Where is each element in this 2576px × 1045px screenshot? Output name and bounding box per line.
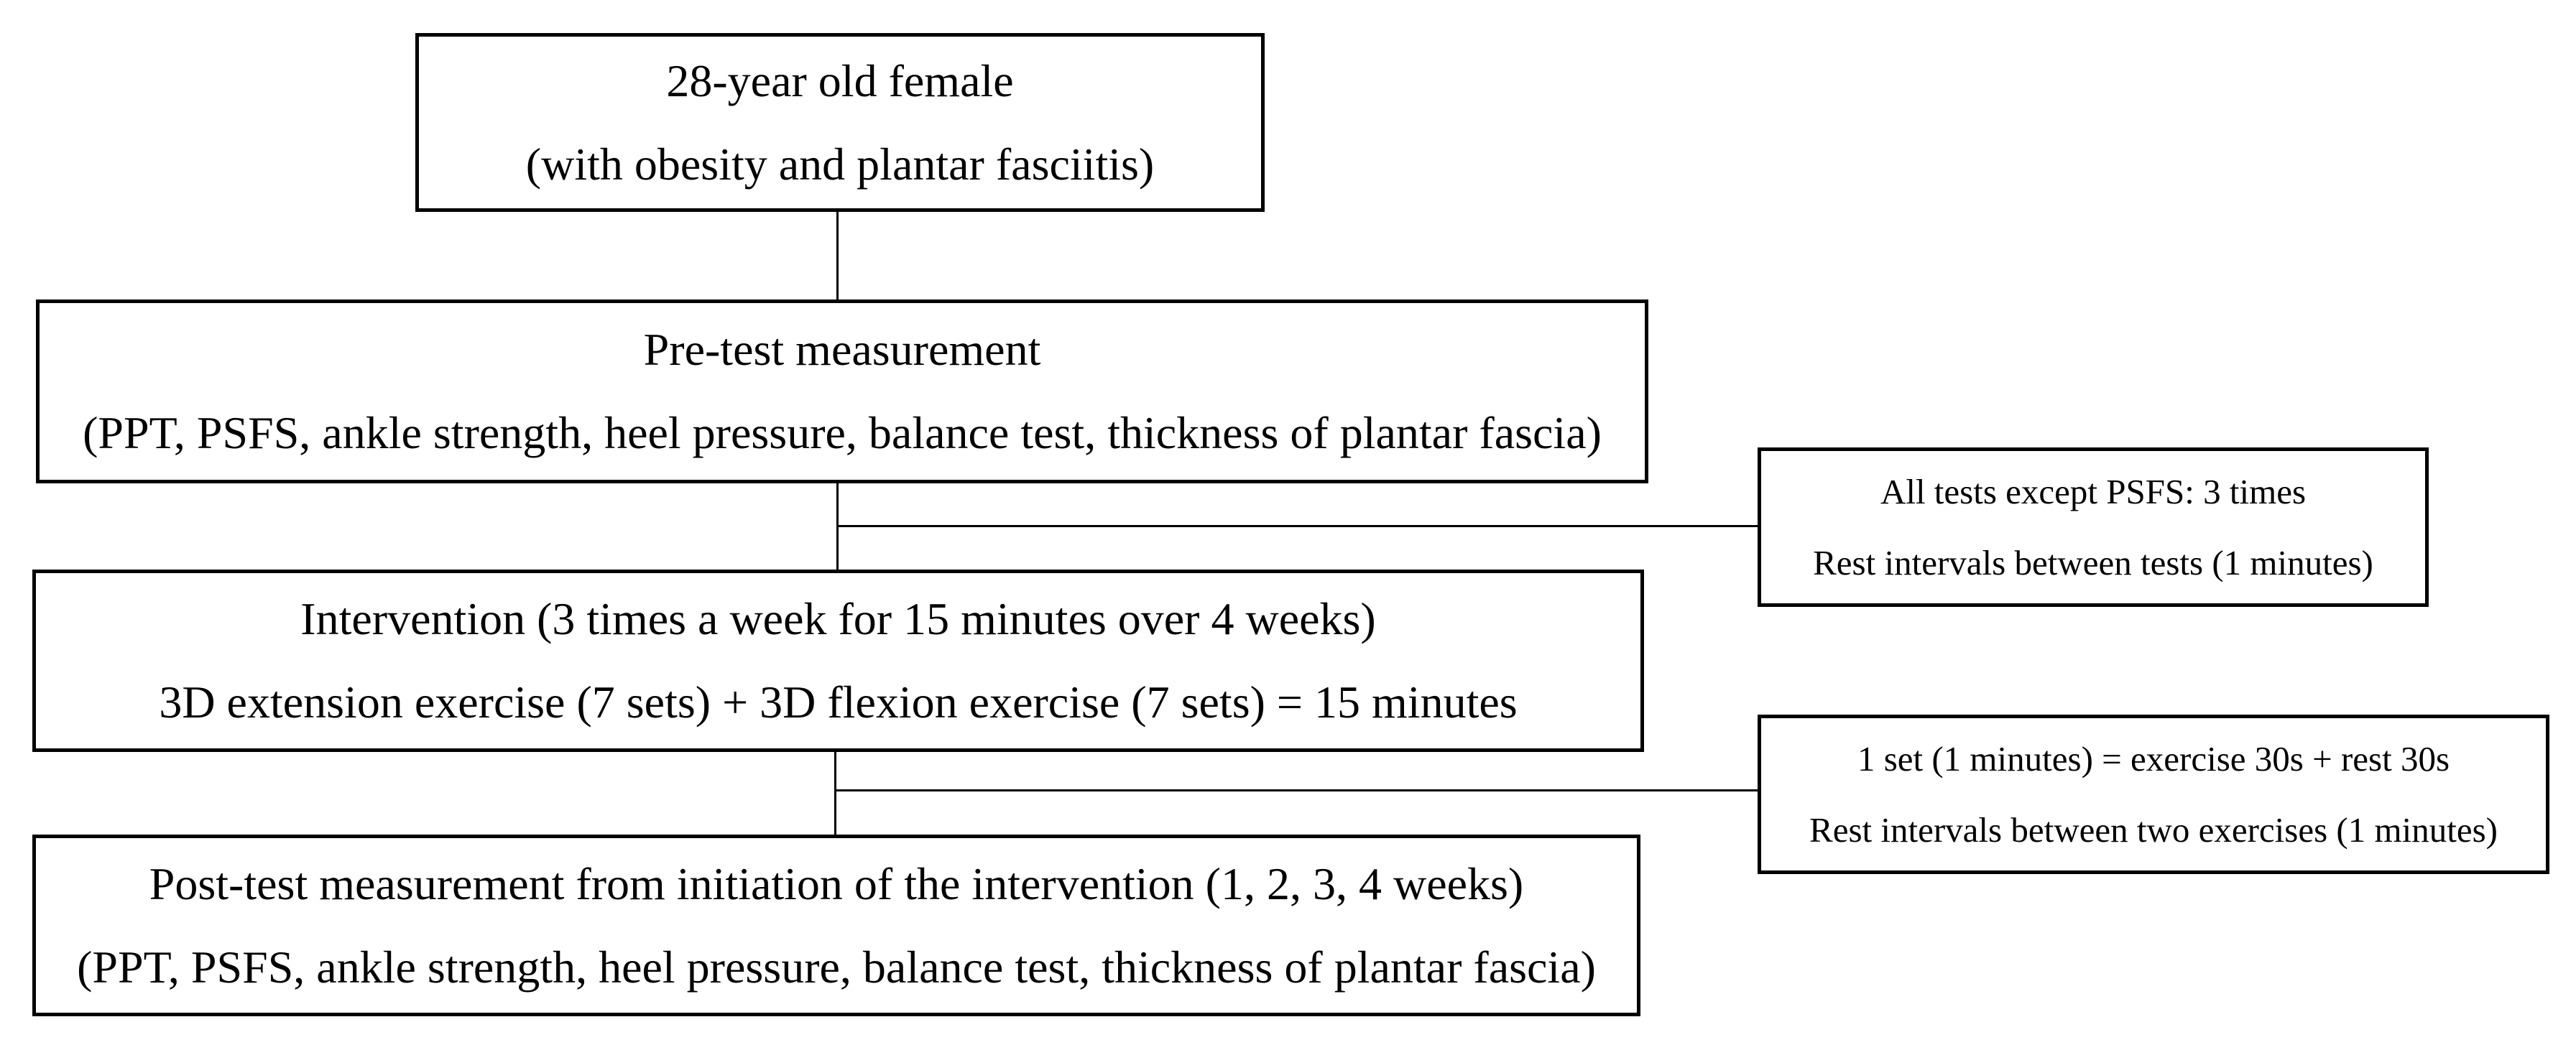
pretest-box: Pre-test measurement (PPT, PSFS, ankle s… — [36, 299, 1648, 483]
intervention-line-2: 3D extension exercise (7 sets) + 3D flex… — [159, 677, 1518, 728]
tests-note-box: All tests except PSFS: 3 times Rest inte… — [1758, 447, 2429, 607]
tests-note-line-2: Rest intervals between tests (1 minutes) — [1813, 543, 2373, 582]
intervention-box: Intervention (3 times a week for 15 minu… — [32, 570, 1644, 752]
sets-note-line-1: 1 set (1 minutes) = exercise 30s + rest … — [1857, 739, 2450, 779]
branch-to-tests-note — [836, 525, 1758, 527]
intervention-line-1: Intervention (3 times a week for 15 minu… — [300, 593, 1376, 644]
pretest-line-1: Pre-test measurement — [643, 324, 1041, 375]
posttest-box: Post-test measurement from initiation of… — [32, 835, 1640, 1016]
sets-note-box: 1 set (1 minutes) = exercise 30s + rest … — [1758, 715, 2549, 874]
tests-note-line-1: All tests except PSFS: 3 times — [1880, 472, 2307, 511]
connector-intervention-to-posttest — [834, 752, 836, 835]
posttest-line-2: (PPT, PSFS, ankle strength, heel pressur… — [77, 941, 1596, 993]
participant-line-1: 28-year old female — [666, 55, 1014, 106]
participant-line-2: (with obesity and plantar fasciitis) — [525, 138, 1155, 190]
connector-participant-to-pretest — [836, 212, 839, 299]
branch-to-sets-note — [834, 789, 1758, 791]
posttest-line-1: Post-test measurement from initiation of… — [149, 858, 1524, 909]
pretest-line-2: (PPT, PSFS, ankle strength, heel pressur… — [83, 407, 1602, 458]
sets-note-line-2: Rest intervals between two exercises (1 … — [1809, 810, 2498, 850]
participant-box: 28-year old female (with obesity and pla… — [415, 33, 1265, 212]
